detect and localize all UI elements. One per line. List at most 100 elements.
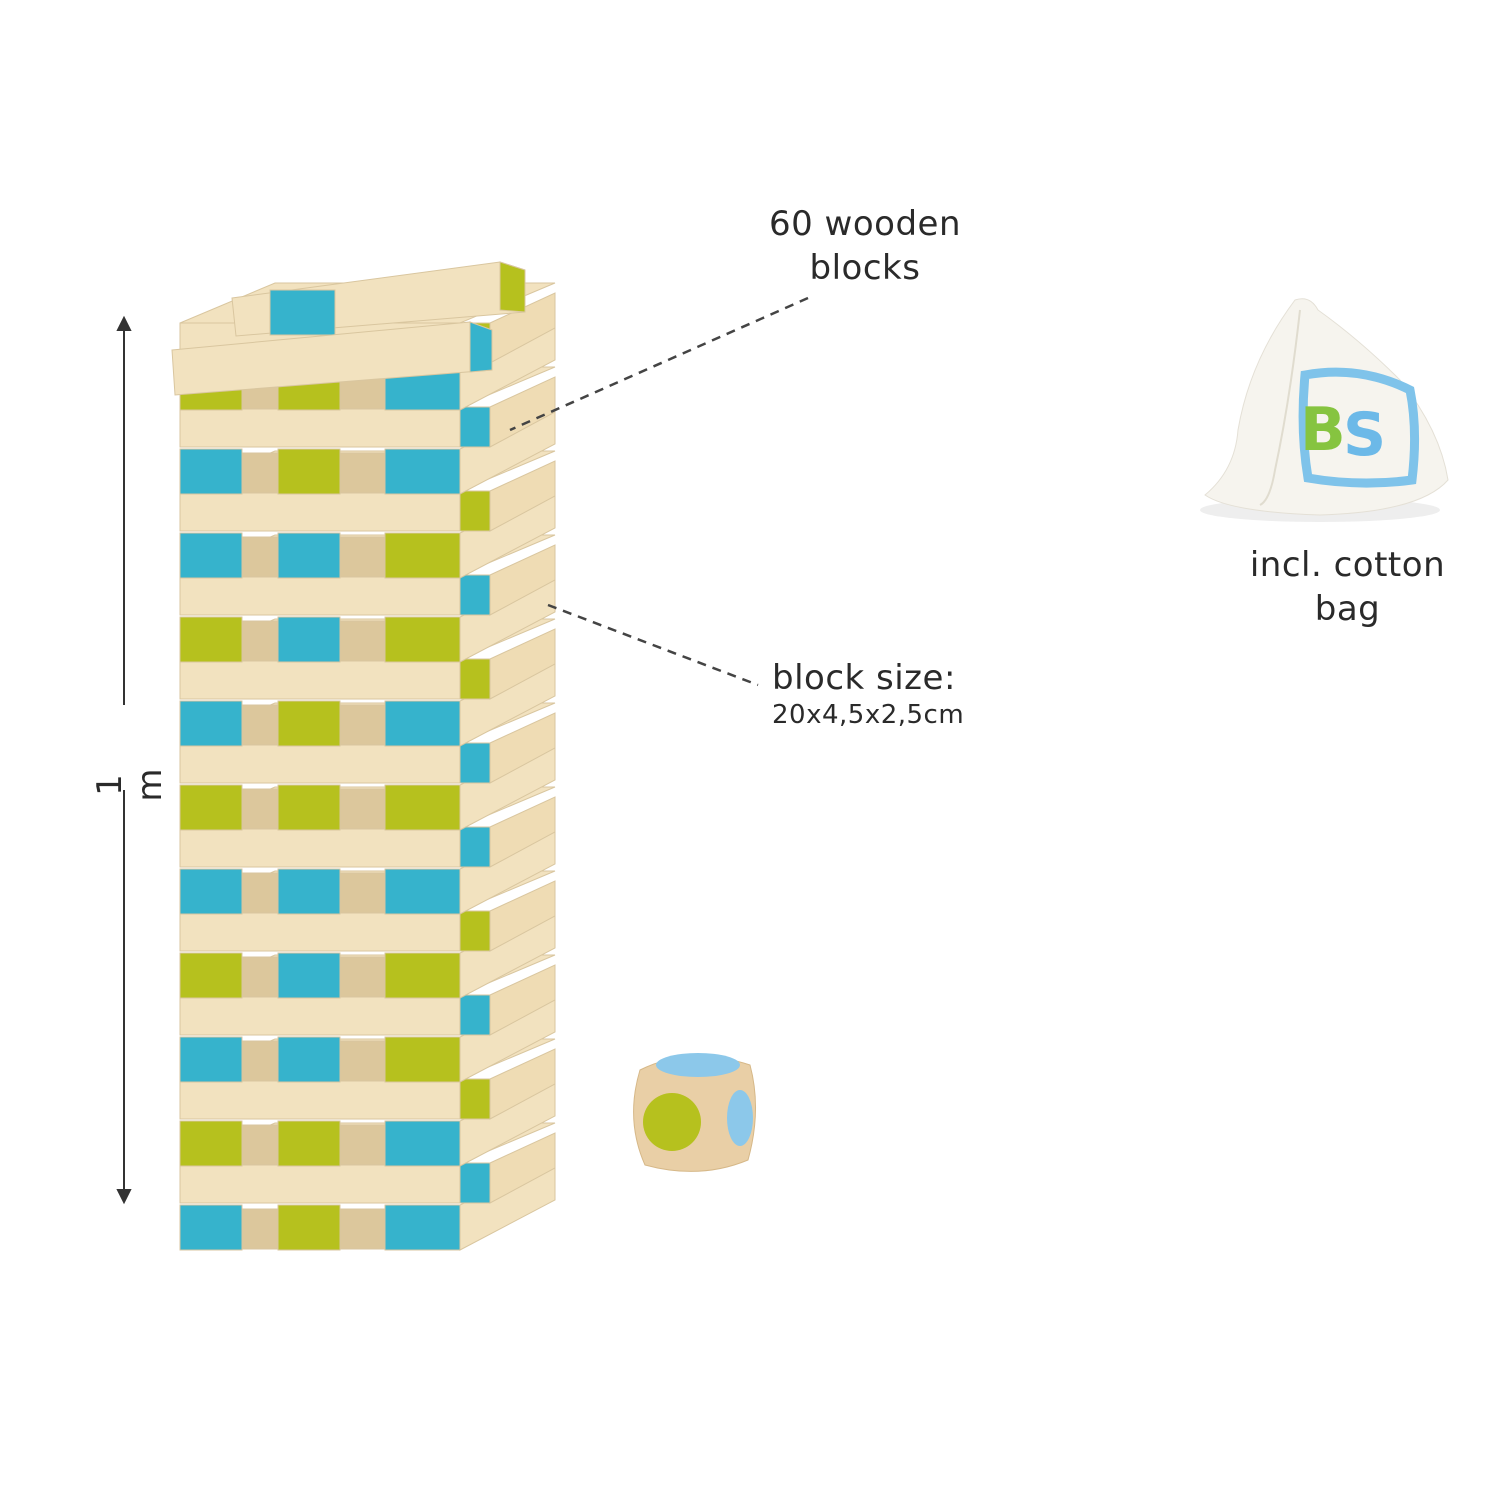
block-end-side <box>459 826 491 868</box>
height-dimension-arrow <box>116 315 132 1205</box>
wooden-plank <box>179 1078 466 1120</box>
callout-cotton-bag: incl. cotton bag <box>1225 543 1470 631</box>
block-end <box>179 700 243 747</box>
block-gap <box>241 788 279 830</box>
block-end-side <box>459 1162 491 1204</box>
wooden-plank <box>179 742 466 784</box>
cotton-bag: B S <box>1200 298 1449 522</box>
block-gap <box>339 1040 386 1082</box>
block-gap <box>339 620 386 662</box>
block-end-side <box>459 658 491 700</box>
block-end <box>469 321 493 373</box>
callout-block-size: block size: 20x4,5x2,5cm <box>772 656 964 730</box>
block-end-side <box>459 574 491 616</box>
wooden-plank <box>179 658 466 700</box>
block-end <box>179 952 243 999</box>
block-end <box>384 784 461 831</box>
block-gap <box>241 872 279 914</box>
block-gap <box>339 452 386 494</box>
block-end <box>384 532 461 579</box>
wooden-plank <box>179 406 466 448</box>
block-gap <box>339 1124 386 1166</box>
callout-wooden-blocks: 60 wooden blocks <box>740 202 990 290</box>
block-end <box>179 616 243 663</box>
die-face-lime <box>643 1093 701 1151</box>
callout-blocks-line1: 60 wooden <box>768 204 962 244</box>
block-end <box>384 952 461 999</box>
tower-side-face <box>489 880 556 952</box>
block-end <box>179 1120 243 1167</box>
block-end <box>384 1204 461 1251</box>
block-end <box>384 616 461 663</box>
wooden-plank <box>179 574 466 616</box>
tower-side-face <box>489 1048 556 1120</box>
block-end-side <box>459 994 491 1036</box>
leader-line-blocks <box>509 296 809 432</box>
block-gap <box>339 956 386 998</box>
block-end <box>269 289 336 336</box>
block-end-side <box>459 742 491 784</box>
block-end <box>277 616 341 663</box>
bag-logo-b: B <box>1300 395 1346 465</box>
block-gap <box>241 1040 279 1082</box>
bag-logo-s: S <box>1343 400 1386 470</box>
block-end <box>384 448 461 495</box>
tower-side-face <box>489 1132 556 1204</box>
block-gap <box>339 536 386 578</box>
wooden-die <box>633 1053 756 1172</box>
die-face-blue-side <box>727 1090 753 1146</box>
block-end <box>179 784 243 831</box>
block-end <box>384 868 461 915</box>
block-gap <box>241 536 279 578</box>
block-end <box>277 1204 341 1251</box>
block-end-side <box>459 1078 491 1120</box>
block-end <box>179 532 243 579</box>
block-gap <box>339 788 386 830</box>
block-end <box>277 1036 341 1083</box>
tower-side-face <box>489 796 556 868</box>
tower-side-face <box>489 628 556 700</box>
block-gap <box>241 1124 279 1166</box>
block-end <box>384 1120 461 1167</box>
block-end-side <box>459 910 491 952</box>
wooden-block-tower <box>171 261 556 1251</box>
block-end-side <box>459 490 491 532</box>
callout-bag-line1: incl. cotton <box>1249 545 1446 585</box>
block-end <box>277 448 341 495</box>
die-face-blue-top <box>656 1053 740 1077</box>
block-gap <box>241 956 279 998</box>
callout-size-value: 20x4,5x2,5cm <box>772 700 965 730</box>
wooden-plank <box>179 910 466 952</box>
block-gap <box>241 1208 279 1250</box>
tower-side-face <box>489 712 556 784</box>
block-end <box>384 1036 461 1083</box>
block-end-side <box>459 406 491 448</box>
block-end <box>384 700 461 747</box>
tower-side-face <box>489 460 556 532</box>
wooden-plank <box>179 490 466 532</box>
callout-size-title: block size: <box>772 658 956 698</box>
block-end <box>499 261 526 313</box>
block-gap <box>339 704 386 746</box>
tower-side-face <box>489 376 556 448</box>
wooden-plank <box>179 994 466 1036</box>
block-gap <box>339 872 386 914</box>
callout-blocks-line2: blocks <box>809 248 921 288</box>
leader-line-size <box>547 603 759 687</box>
block-end <box>277 532 341 579</box>
block-end <box>277 868 341 915</box>
block-end <box>179 448 243 495</box>
callout-bag-line2: bag <box>1314 589 1381 629</box>
wooden-plank <box>179 826 466 868</box>
block-end <box>277 700 341 747</box>
block-end <box>179 1204 243 1251</box>
tower-side-face <box>489 964 556 1036</box>
height-label: 1 m <box>90 768 170 802</box>
block-gap <box>339 1208 386 1250</box>
block-end <box>277 952 341 999</box>
block-end <box>277 784 341 831</box>
wooden-plank <box>179 1162 466 1204</box>
block-end <box>179 868 243 915</box>
block-gap <box>241 620 279 662</box>
